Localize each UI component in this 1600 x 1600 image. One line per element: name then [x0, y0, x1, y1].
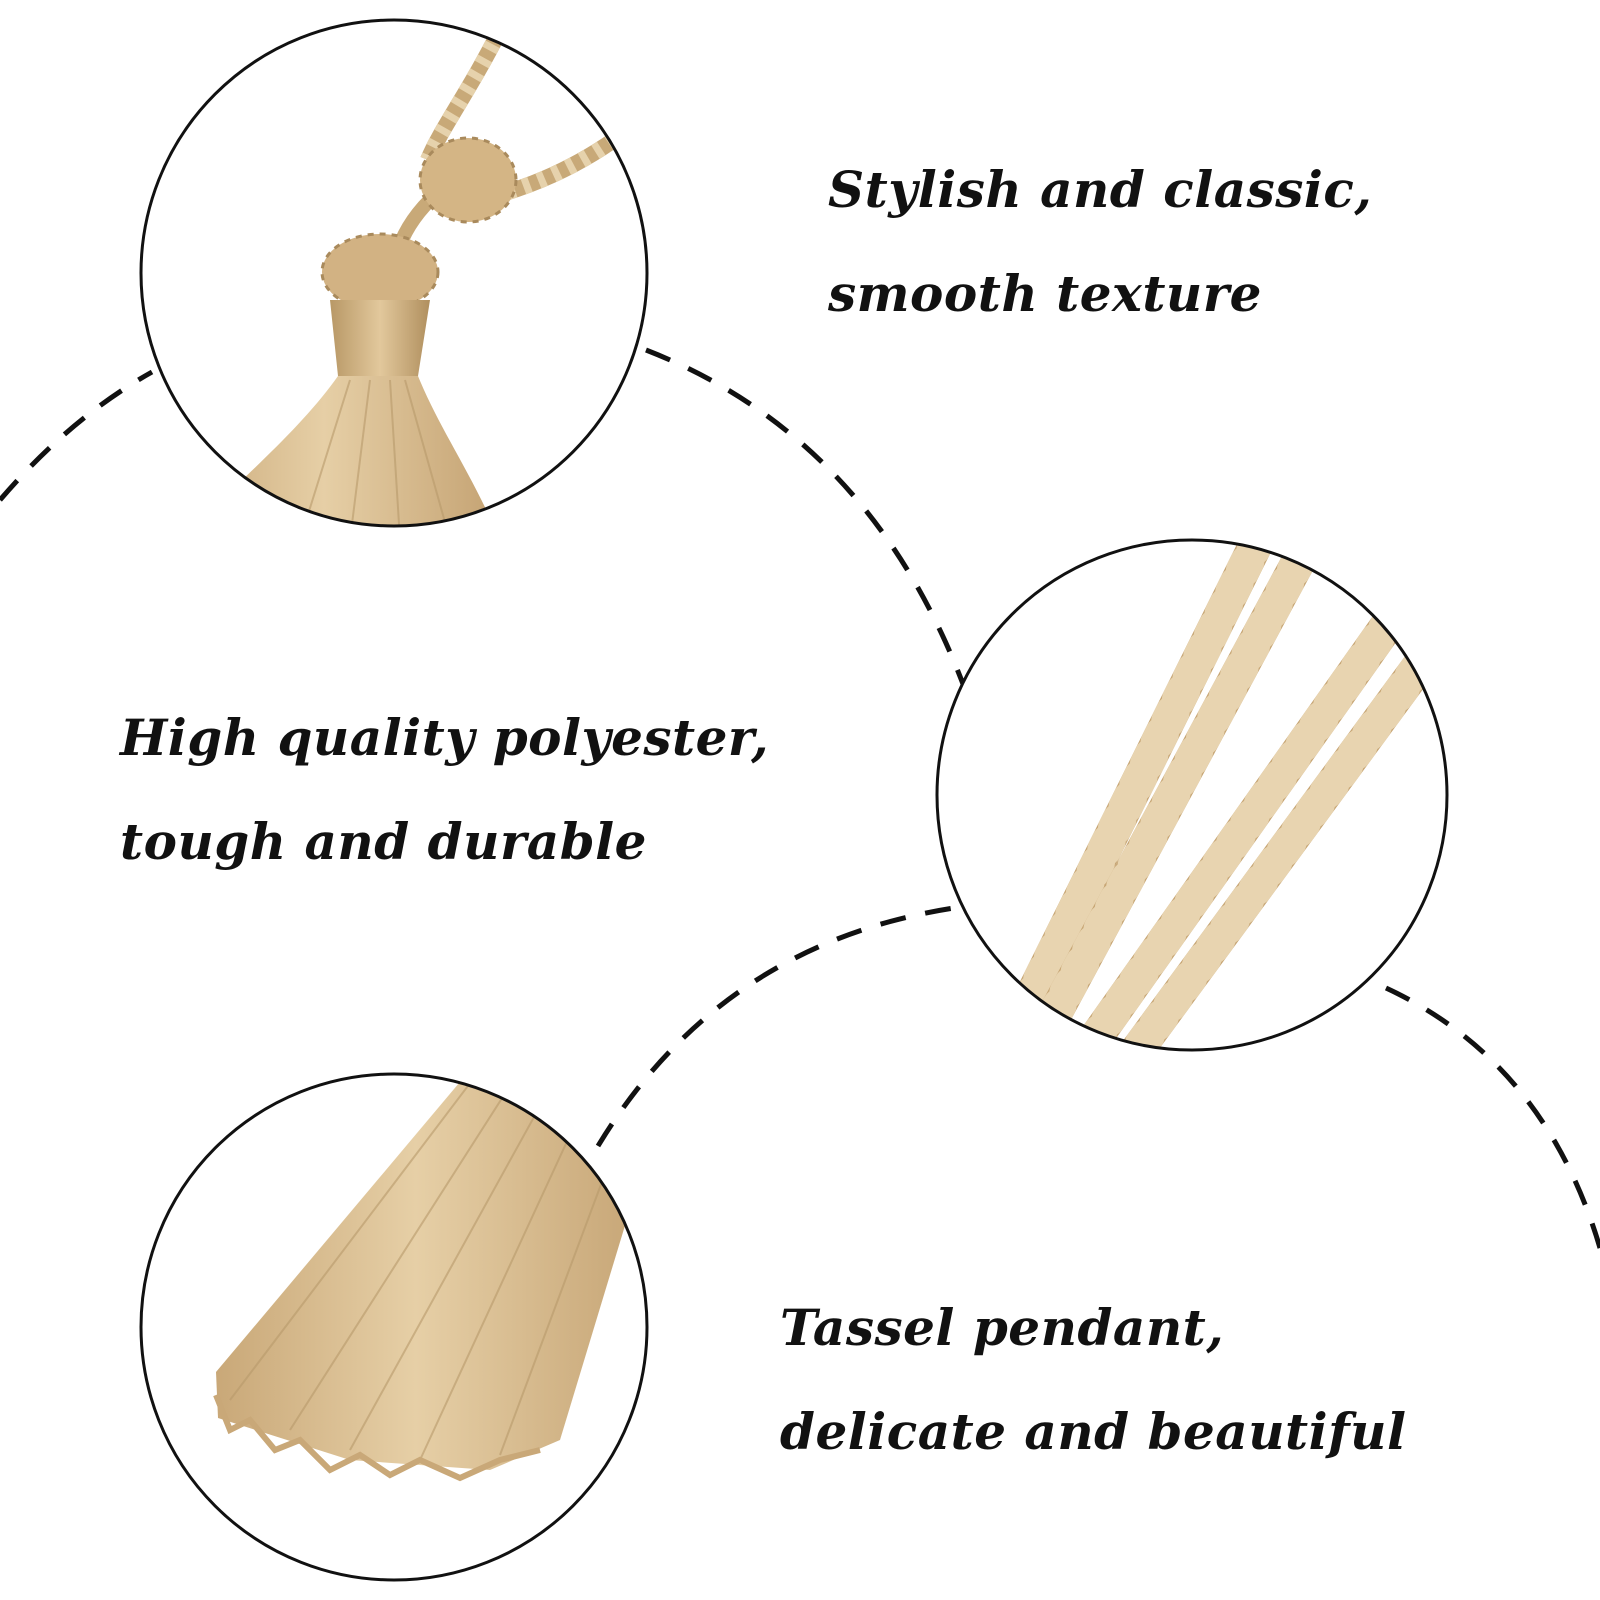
- caption-line: tough and durable: [120, 812, 647, 871]
- rope-knot-icon: [139, 18, 649, 528]
- dashed-arc-top: [0, 369, 154, 502]
- twisted-cord-icon: [935, 538, 1449, 1052]
- dashed-arc-right-top: [645, 347, 969, 693]
- caption-line: Tassel pendant,: [780, 1298, 1225, 1357]
- feature-caption-tassel: Tassel pendant, delicate and beautiful: [780, 1276, 1407, 1484]
- caption-line: High quality polyester,: [120, 708, 770, 767]
- caption-line: Stylish and classic,: [828, 160, 1373, 219]
- caption-line: delicate and beautiful: [780, 1402, 1407, 1461]
- dashed-arc-right-bottom: [1384, 985, 1600, 1249]
- dashed-connector-arcs: [0, 347, 1600, 1249]
- caption-line: smooth texture: [828, 264, 1262, 323]
- tassel-fringe-icon: [139, 1072, 649, 1582]
- feature-caption-cord: High quality polyester, tough and durabl…: [120, 686, 769, 894]
- dashed-arc-middle: [595, 903, 969, 1148]
- feature-caption-knot: Stylish and classic, smooth texture: [828, 138, 1372, 346]
